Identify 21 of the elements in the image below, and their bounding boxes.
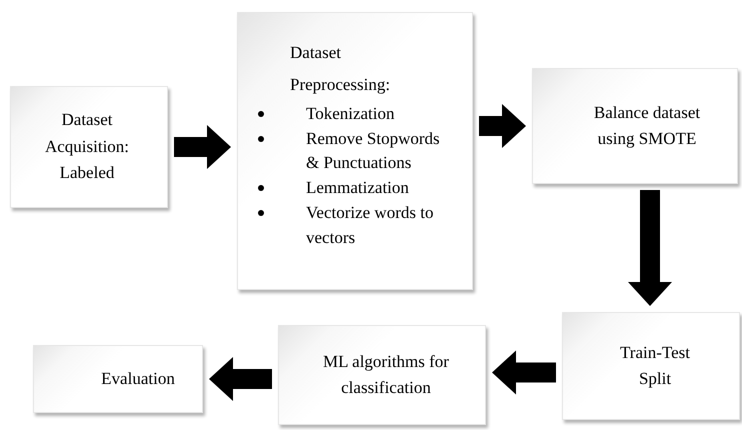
block-arrow: [628, 190, 672, 306]
list-item: Lemmatization: [306, 176, 409, 199]
list-item: Tokenization: [306, 102, 395, 125]
process-box: [562, 312, 740, 420]
process-box: [278, 325, 486, 425]
box-text: Evaluation: [100, 368, 176, 390]
box-text: Dataset Acquisition: Labeled: [44, 109, 130, 184]
box-text: Train-Test Split: [619, 342, 691, 390]
box-text: Balance dataset using SMOTE: [592, 102, 702, 150]
list-item: Remove Stopwords & Punctuations: [306, 128, 440, 174]
block-arrow: [209, 357, 272, 401]
box-heading: Dataset Preprocessing:: [289, 42, 392, 96]
process-box: [10, 86, 168, 208]
block-arrow: [492, 350, 556, 394]
list-item: Vectorize words to vectors: [306, 202, 434, 249]
block-arrow: [174, 125, 231, 169]
process-box: [237, 12, 473, 290]
process-box: [33, 345, 203, 413]
box-text: ML algorithms for classification: [322, 350, 450, 399]
block-arrow: [479, 104, 526, 148]
process-box: [532, 68, 738, 184]
